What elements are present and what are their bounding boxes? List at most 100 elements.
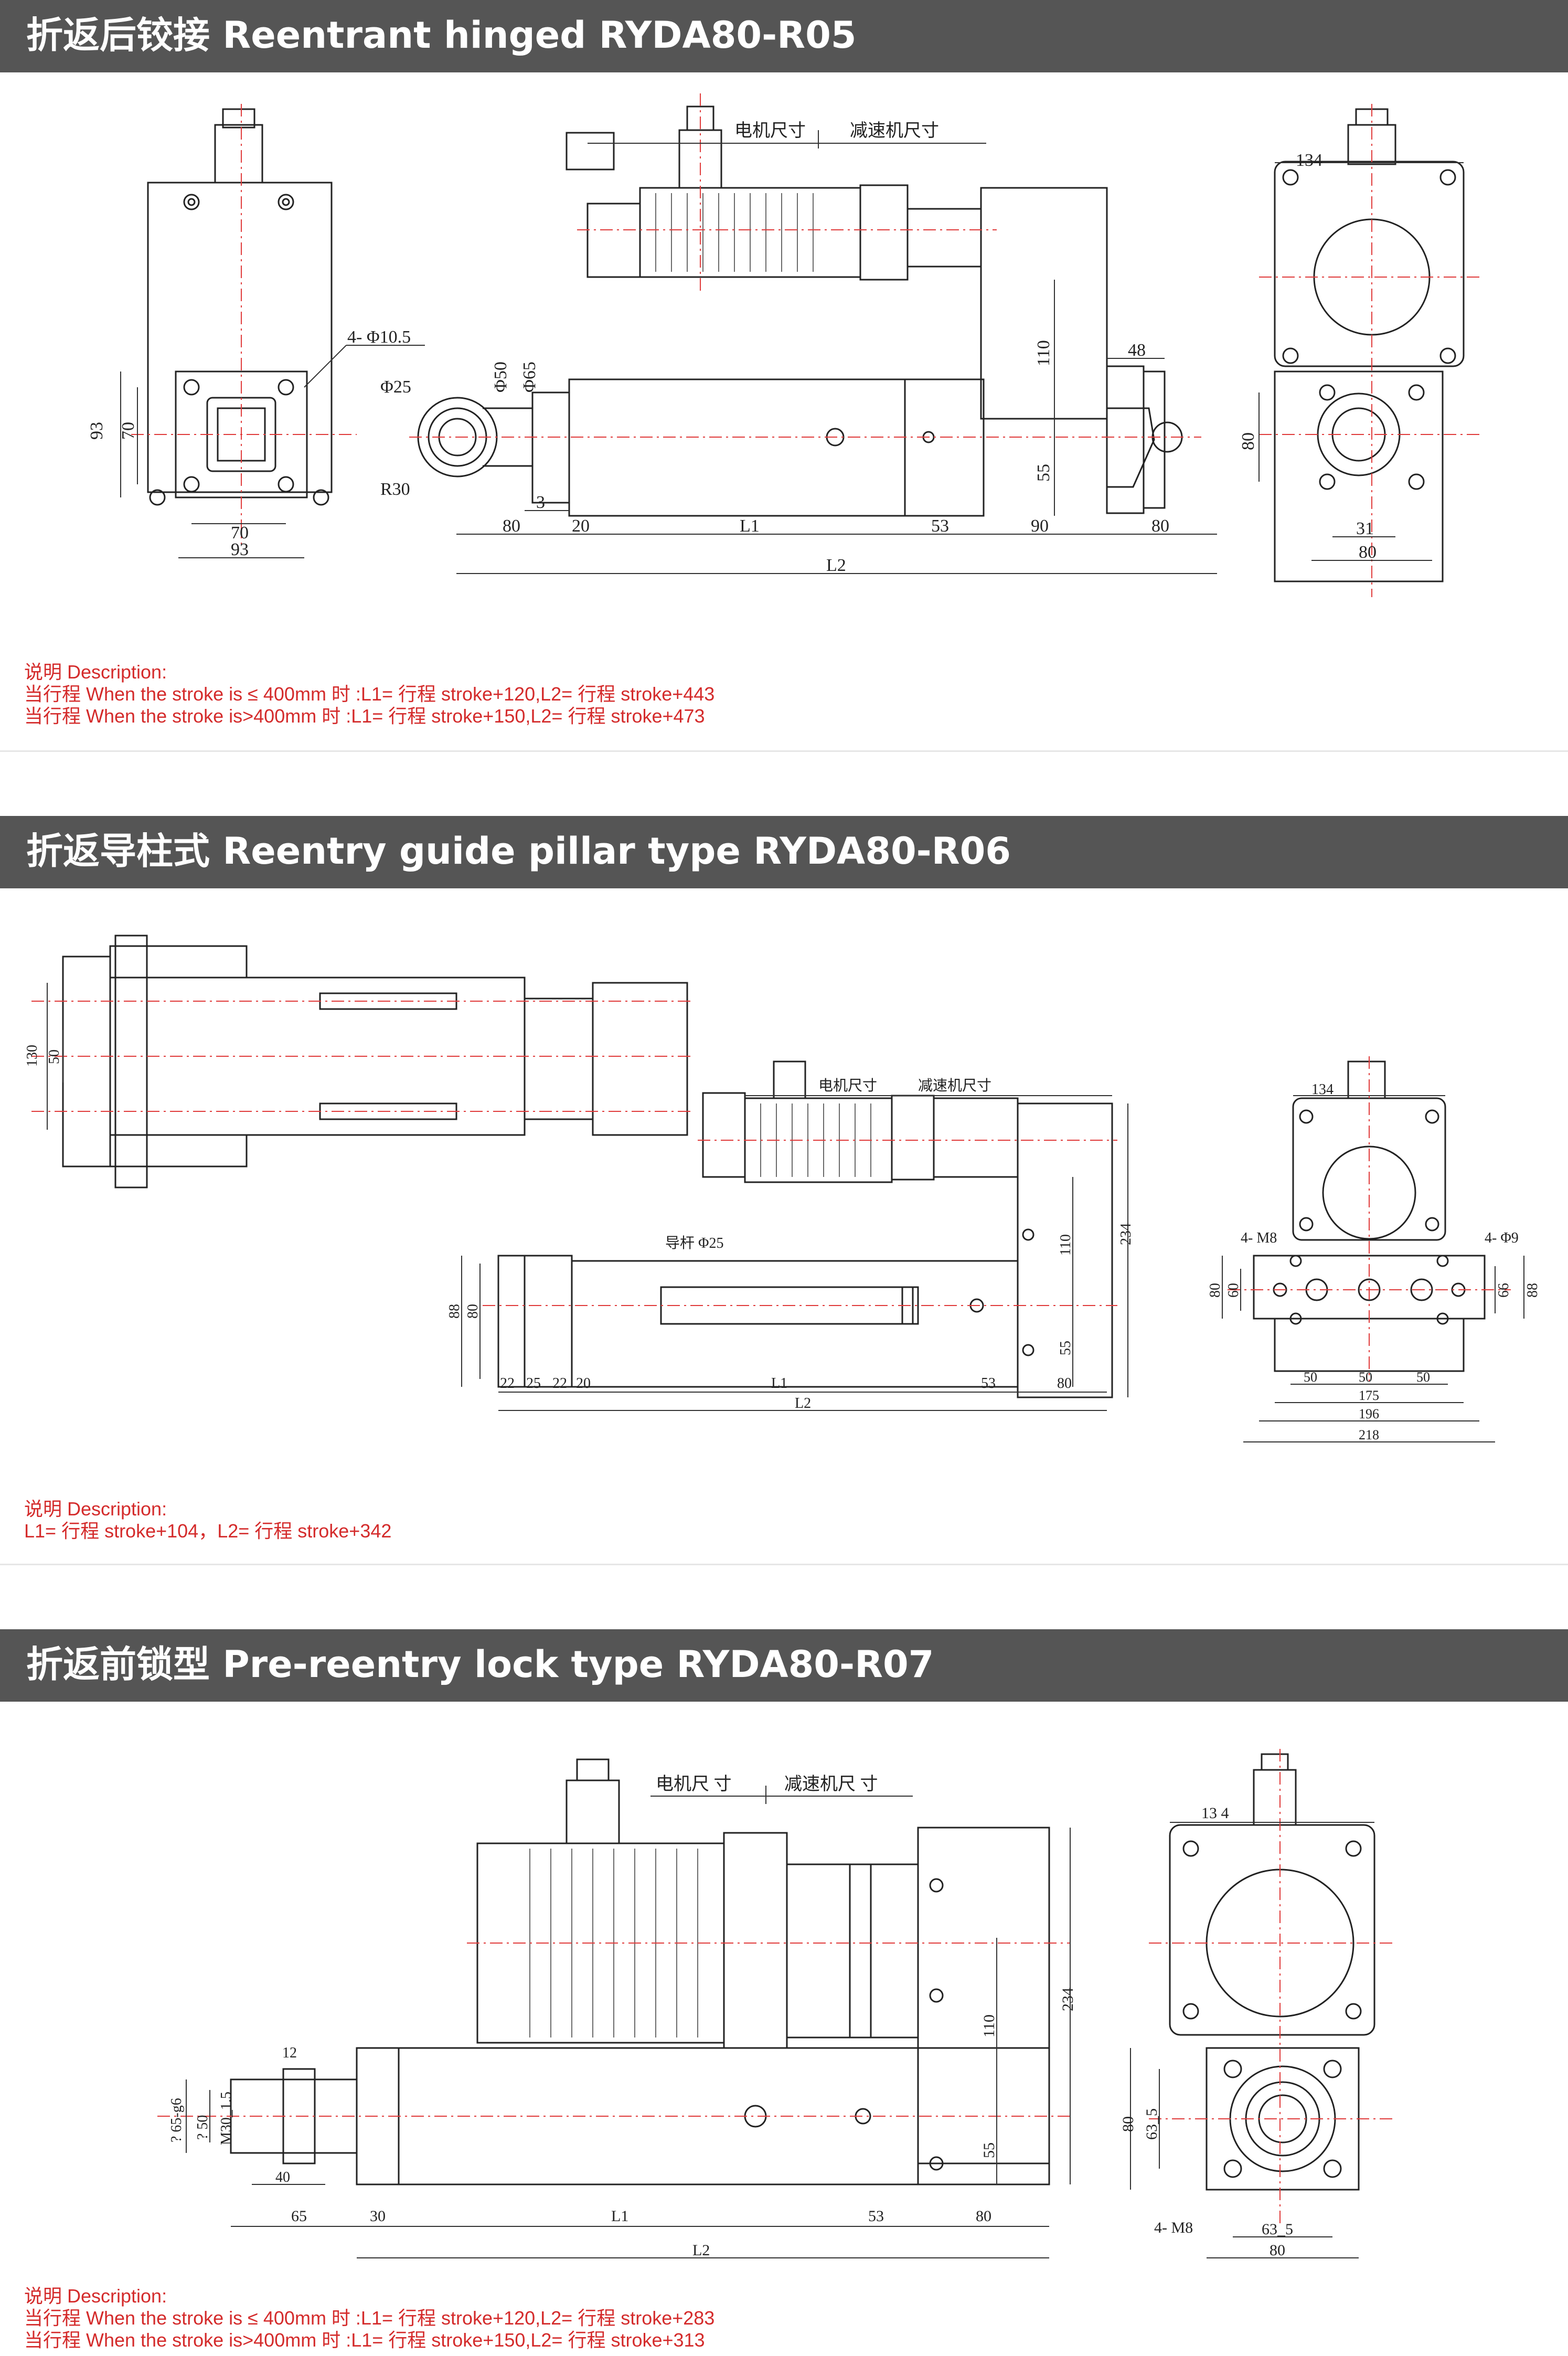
- dim-134: 134: [1311, 1081, 1334, 1098]
- dim-l2: L2: [795, 1395, 811, 1412]
- side-view-middle: 电机尺寸 减速机尺寸 Φ25 Φ50 Φ65 R30 3 80 20 L1 53…: [380, 93, 1217, 575]
- dim-234: 234: [1118, 1223, 1134, 1245]
- end-view-right: 134 80 31 80: [1239, 104, 1479, 597]
- dim-63-5-vertical: 63_5: [1143, 2108, 1160, 2140]
- dim-80-bottom: 80: [1270, 2242, 1285, 2259]
- dim-50-b: 50: [1359, 1370, 1372, 1385]
- m8-callout: 4- M8: [1241, 1230, 1277, 1246]
- dim-55: 55: [980, 2142, 998, 2158]
- dim-48: 48: [1128, 341, 1146, 360]
- dim-93-vertical: 93: [87, 422, 106, 440]
- dim-130: 130: [24, 1045, 40, 1067]
- dim-55: 55: [1034, 464, 1053, 482]
- dim-90: 90: [1031, 516, 1049, 536]
- dim-88: 88: [446, 1304, 463, 1319]
- dim-phi25: Φ25: [380, 377, 411, 397]
- dim-110: 110: [1058, 1234, 1074, 1256]
- reducer-size-label: 减速机尺寸: [850, 121, 939, 141]
- section-divider: [0, 750, 1568, 752]
- description-line: L1= 行程 stroke+104，L2= 行程 stroke+342: [24, 1520, 392, 1542]
- description: 说明 Description: L1= 行程 stroke+104，L2= 行程…: [24, 1498, 391, 1542]
- section-header: 折返后铰接 Reentrant hinged RYDA80-R05: [0, 0, 1568, 72]
- dim-phi50: Φ50: [491, 362, 510, 392]
- dim-22-a: 22: [500, 1375, 515, 1392]
- description-line: 当行程 When the stroke is ≤ 400mm 时 :L1= 行程…: [24, 683, 715, 705]
- dim-l2: L2: [826, 556, 846, 575]
- dim-80-right: 80: [1207, 1283, 1223, 1298]
- hole-callout: 4- Φ10.5: [347, 327, 411, 347]
- m8-callout: 4- M8: [1154, 2219, 1193, 2236]
- dim-196: 196: [1359, 1406, 1379, 1421]
- dim-55: 55: [1058, 1341, 1074, 1355]
- end-view-right: 13 4 80 63_5 4- M8 63_5 80: [1119, 1749, 1395, 2259]
- dim-r30: R30: [380, 480, 410, 499]
- dim-50-a: 50: [1304, 1370, 1317, 1385]
- side-view-left: 电机尺 寸 减速机尺 寸 12 ? 65-g6 ? 50 M30_1.5 40 …: [157, 1758, 1076, 2259]
- dim-phi65: Φ65: [520, 362, 539, 392]
- section-title: 折返后铰接 Reentrant hinged RYDA80-R05: [26, 14, 857, 57]
- dim-63-5: 63_5: [1262, 2221, 1293, 2238]
- dim-50: ? 50: [195, 2115, 211, 2140]
- description-line: 当行程 When the stroke is>400mm 时 :L1= 行程 s…: [24, 2329, 705, 2351]
- dim-31: 31: [1356, 519, 1374, 538]
- motor-fins: [655, 193, 814, 272]
- dim-12: 12: [282, 2045, 297, 2061]
- phi9-callout: 4- Φ9: [1485, 1230, 1519, 1246]
- dim-110: 110: [1034, 340, 1053, 366]
- description-title: 说明 Description:: [24, 1498, 167, 1520]
- dim-80-bottom: 80: [1359, 543, 1377, 562]
- dim-50-c: 50: [1416, 1370, 1430, 1385]
- dim-l1: L1: [771, 1375, 787, 1392]
- technical-drawing: 电机尺 寸 减速机尺 寸 12 ? 65-g6 ? 50 M30_1.5 40 …: [0, 1702, 1568, 2279]
- dim-80-right: 80: [1151, 516, 1169, 536]
- description: 说明 Description: 当行程 When the stroke is ≤…: [24, 2285, 714, 2351]
- plan-view-top: 130 50: [24, 935, 692, 1188]
- technical-drawing: 93 70 70 93 4- Φ10.5: [0, 72, 1568, 655]
- dim-l1: L1: [611, 2208, 628, 2225]
- dim-53: 53: [931, 516, 949, 536]
- dim-30: 30: [370, 2208, 386, 2225]
- dim-l2: L2: [692, 2242, 710, 2259]
- dim-80-vertical: 80: [1119, 2116, 1137, 2132]
- dim-93: 93: [231, 540, 249, 559]
- description-line: 当行程 When the stroke is>400mm 时 :L1= 行程 s…: [24, 705, 705, 727]
- dim-88-right: 88: [1524, 1283, 1541, 1298]
- dim-65-g6: ? 65-g6: [168, 2098, 185, 2142]
- dim-25: 25: [526, 1375, 541, 1392]
- guide-rod-label: 导杆 Φ25: [665, 1235, 723, 1251]
- drawing-svg-r06: 130 50: [24, 935, 1541, 1442]
- dim-22-b: 22: [552, 1375, 567, 1392]
- dim-65: 65: [291, 2208, 307, 2225]
- drawing-svg-r05: 93 70 70 93 4- Φ10.5: [87, 93, 1479, 597]
- dim-70-vertical: 70: [119, 422, 138, 440]
- technical-drawing: 130 50: [0, 888, 1568, 1476]
- section-header: 折返前锁型 Pre-reentry lock type RYDA80-R07: [0, 1629, 1568, 1702]
- dim-3: 3: [536, 493, 545, 512]
- dim-80-left: 80: [503, 516, 520, 536]
- description-title: 说明 Description:: [24, 2285, 167, 2307]
- dim-218: 218: [1359, 1427, 1379, 1442]
- dim-20: 20: [572, 516, 590, 536]
- reducer-size-label: 减速机尺寸: [918, 1077, 991, 1094]
- dim-70: 70: [231, 523, 249, 543]
- dim-110: 110: [980, 2014, 998, 2037]
- dim-20: 20: [576, 1375, 591, 1392]
- motor-size-label: 电机尺寸: [818, 1077, 877, 1094]
- dim-50-vertical: 50: [46, 1049, 62, 1064]
- dim-53: 53: [981, 1375, 996, 1392]
- section-header: 折返导柱式 Reentry guide pillar type RYDA80-R…: [0, 816, 1568, 888]
- section-divider: [0, 1564, 1568, 1565]
- dim-175: 175: [1359, 1388, 1379, 1403]
- reducer-size-label: 减速机尺 寸: [784, 1774, 878, 1794]
- dim-234: 234: [1059, 1988, 1076, 2011]
- description: 说明 Description: 当行程 When the stroke is ≤…: [24, 661, 714, 727]
- motor-size-label: 电机尺寸: [734, 121, 806, 141]
- end-view-right: 134 4- M8 4- Φ9 80 60 66 88 50 50 50 175…: [1207, 1056, 1541, 1442]
- dim-53: 53: [868, 2208, 884, 2225]
- dim-40: 40: [275, 2169, 290, 2185]
- thread-m30: M30_1.5: [218, 2092, 234, 2145]
- dim-80-vertical: 80: [1239, 432, 1258, 450]
- motor-size-label: 电机尺 寸: [656, 1774, 732, 1794]
- front-view-left: 93 70 70 93 4- Φ10.5: [87, 104, 425, 559]
- drawing-svg-r07: 电机尺 寸 减速机尺 寸 12 ? 65-g6 ? 50 M30_1.5 40 …: [157, 1749, 1395, 2259]
